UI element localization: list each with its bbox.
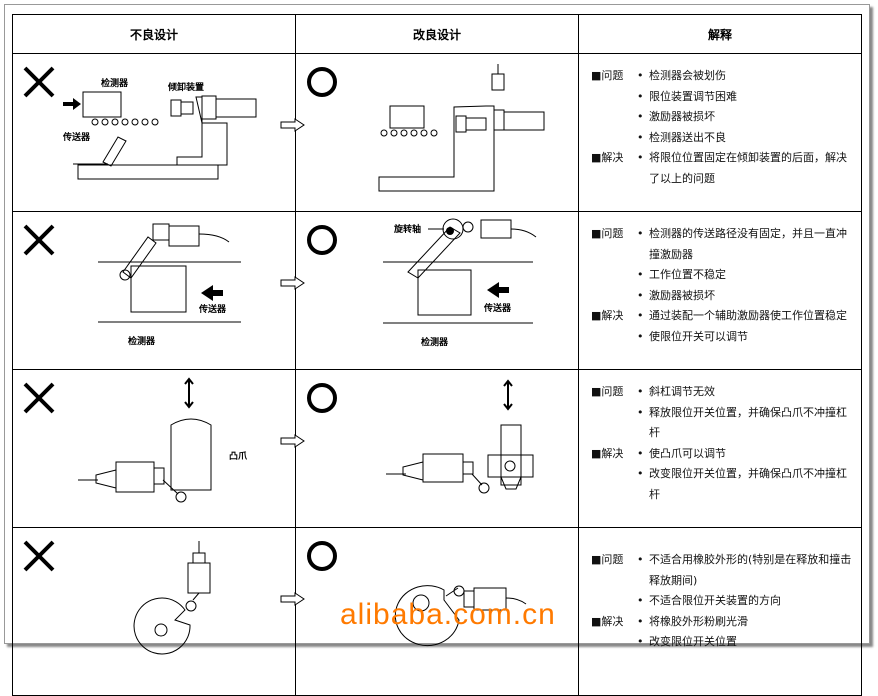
bad-design-cell: 凸爪 — [12, 369, 296, 528]
bad-design-diagram: 凸爪 — [23, 377, 248, 503]
cross-icon — [23, 224, 55, 256]
svg-text:检测器: 检测器 — [101, 77, 129, 89]
good-design-cell: 旋转轴 传送器 检测器 — [280, 211, 579, 370]
watermark: alibaba.com.cn — [340, 598, 556, 631]
explanation-cell: ■问题 检测器的传送路径没有固定，并且一直冲撞激励器 工作位置不稳定 激励器被损… — [578, 211, 862, 370]
good-design-diagram — [307, 379, 534, 494]
bad-design-diagram — [23, 540, 211, 655]
header-bad-design: 不良设计 — [12, 14, 296, 54]
svg-text:传送器: 传送器 — [198, 303, 227, 315]
circle-ok-icon — [307, 67, 337, 97]
arrow-right-icon — [280, 434, 305, 448]
cross-icon — [23, 382, 55, 414]
svg-text:传送器: 传送器 — [483, 302, 512, 314]
arrow-right-icon — [280, 592, 305, 606]
good-design-diagram — [307, 541, 527, 647]
good-design-cell — [280, 369, 579, 528]
arrow-right-icon — [280, 276, 305, 290]
bad-design-cell: 检测器 倾卸装置 传送器 — [12, 53, 296, 212]
conveyor-rollers — [91, 118, 159, 126]
svg-text:凸爪: 凸爪 — [229, 451, 248, 462]
bad-design-cell: 传送器 检测器 — [12, 211, 296, 370]
table-row: 检测器 倾卸装置 传送器 ■问题 检测器会被划伤 限位装置调节困 — [12, 53, 862, 212]
explanation-cell: ■问题 检测器会被划伤 限位装置调节困难 激励器被损坏 检测器送出不良 ■解决 … — [578, 53, 862, 212]
explanation-cell: ■问题 不适合用橡胶外形的(特别是在释放和撞击释放期间) 不适合限位开关装置的方… — [578, 527, 862, 696]
table-row: 传送器 检测器 旋转轴 传送器 检测器 — [12, 211, 862, 370]
header-explanation: 解释 — [578, 14, 862, 54]
good-design-diagram: 旋转轴 传送器 检测器 — [307, 218, 537, 348]
svg-text:检测器: 检测器 — [128, 335, 156, 347]
bad-design-diagram: 传送器 检测器 — [23, 223, 241, 347]
circle-ok-icon — [307, 383, 337, 413]
table-row: 凸爪 ■问题 斜杠调节无效 释放限位开关位置，并确保凸爪 — [12, 369, 862, 528]
good-design-cell — [280, 53, 579, 212]
svg-text:传送器: 传送器 — [62, 131, 91, 143]
good-design-diagram — [307, 64, 545, 192]
explanation-cell: ■问题 斜杠调节无效 释放限位开关位置，并确保凸爪不冲撞杠杆 ■解决 使凸爪可以… — [578, 369, 862, 528]
circle-ok-icon — [307, 541, 337, 571]
cross-icon — [23, 66, 55, 98]
header-good-design: 改良设计 — [295, 14, 579, 54]
cross-icon — [23, 540, 55, 572]
bad-design-cell — [12, 527, 296, 696]
svg-text:检测器: 检测器 — [421, 336, 449, 348]
circle-ok-icon — [307, 225, 337, 255]
arrow-right-icon — [280, 118, 305, 132]
svg-text:倾卸装置: 倾卸装置 — [167, 81, 204, 93]
svg-text:旋转轴: 旋转轴 — [393, 223, 421, 235]
bad-design-diagram: 检测器 倾卸装置 传送器 — [23, 66, 257, 180]
design-comparison-table: 不良设计 改良设计 解释 检测器 倾卸装置 传送器 — [12, 14, 862, 696]
